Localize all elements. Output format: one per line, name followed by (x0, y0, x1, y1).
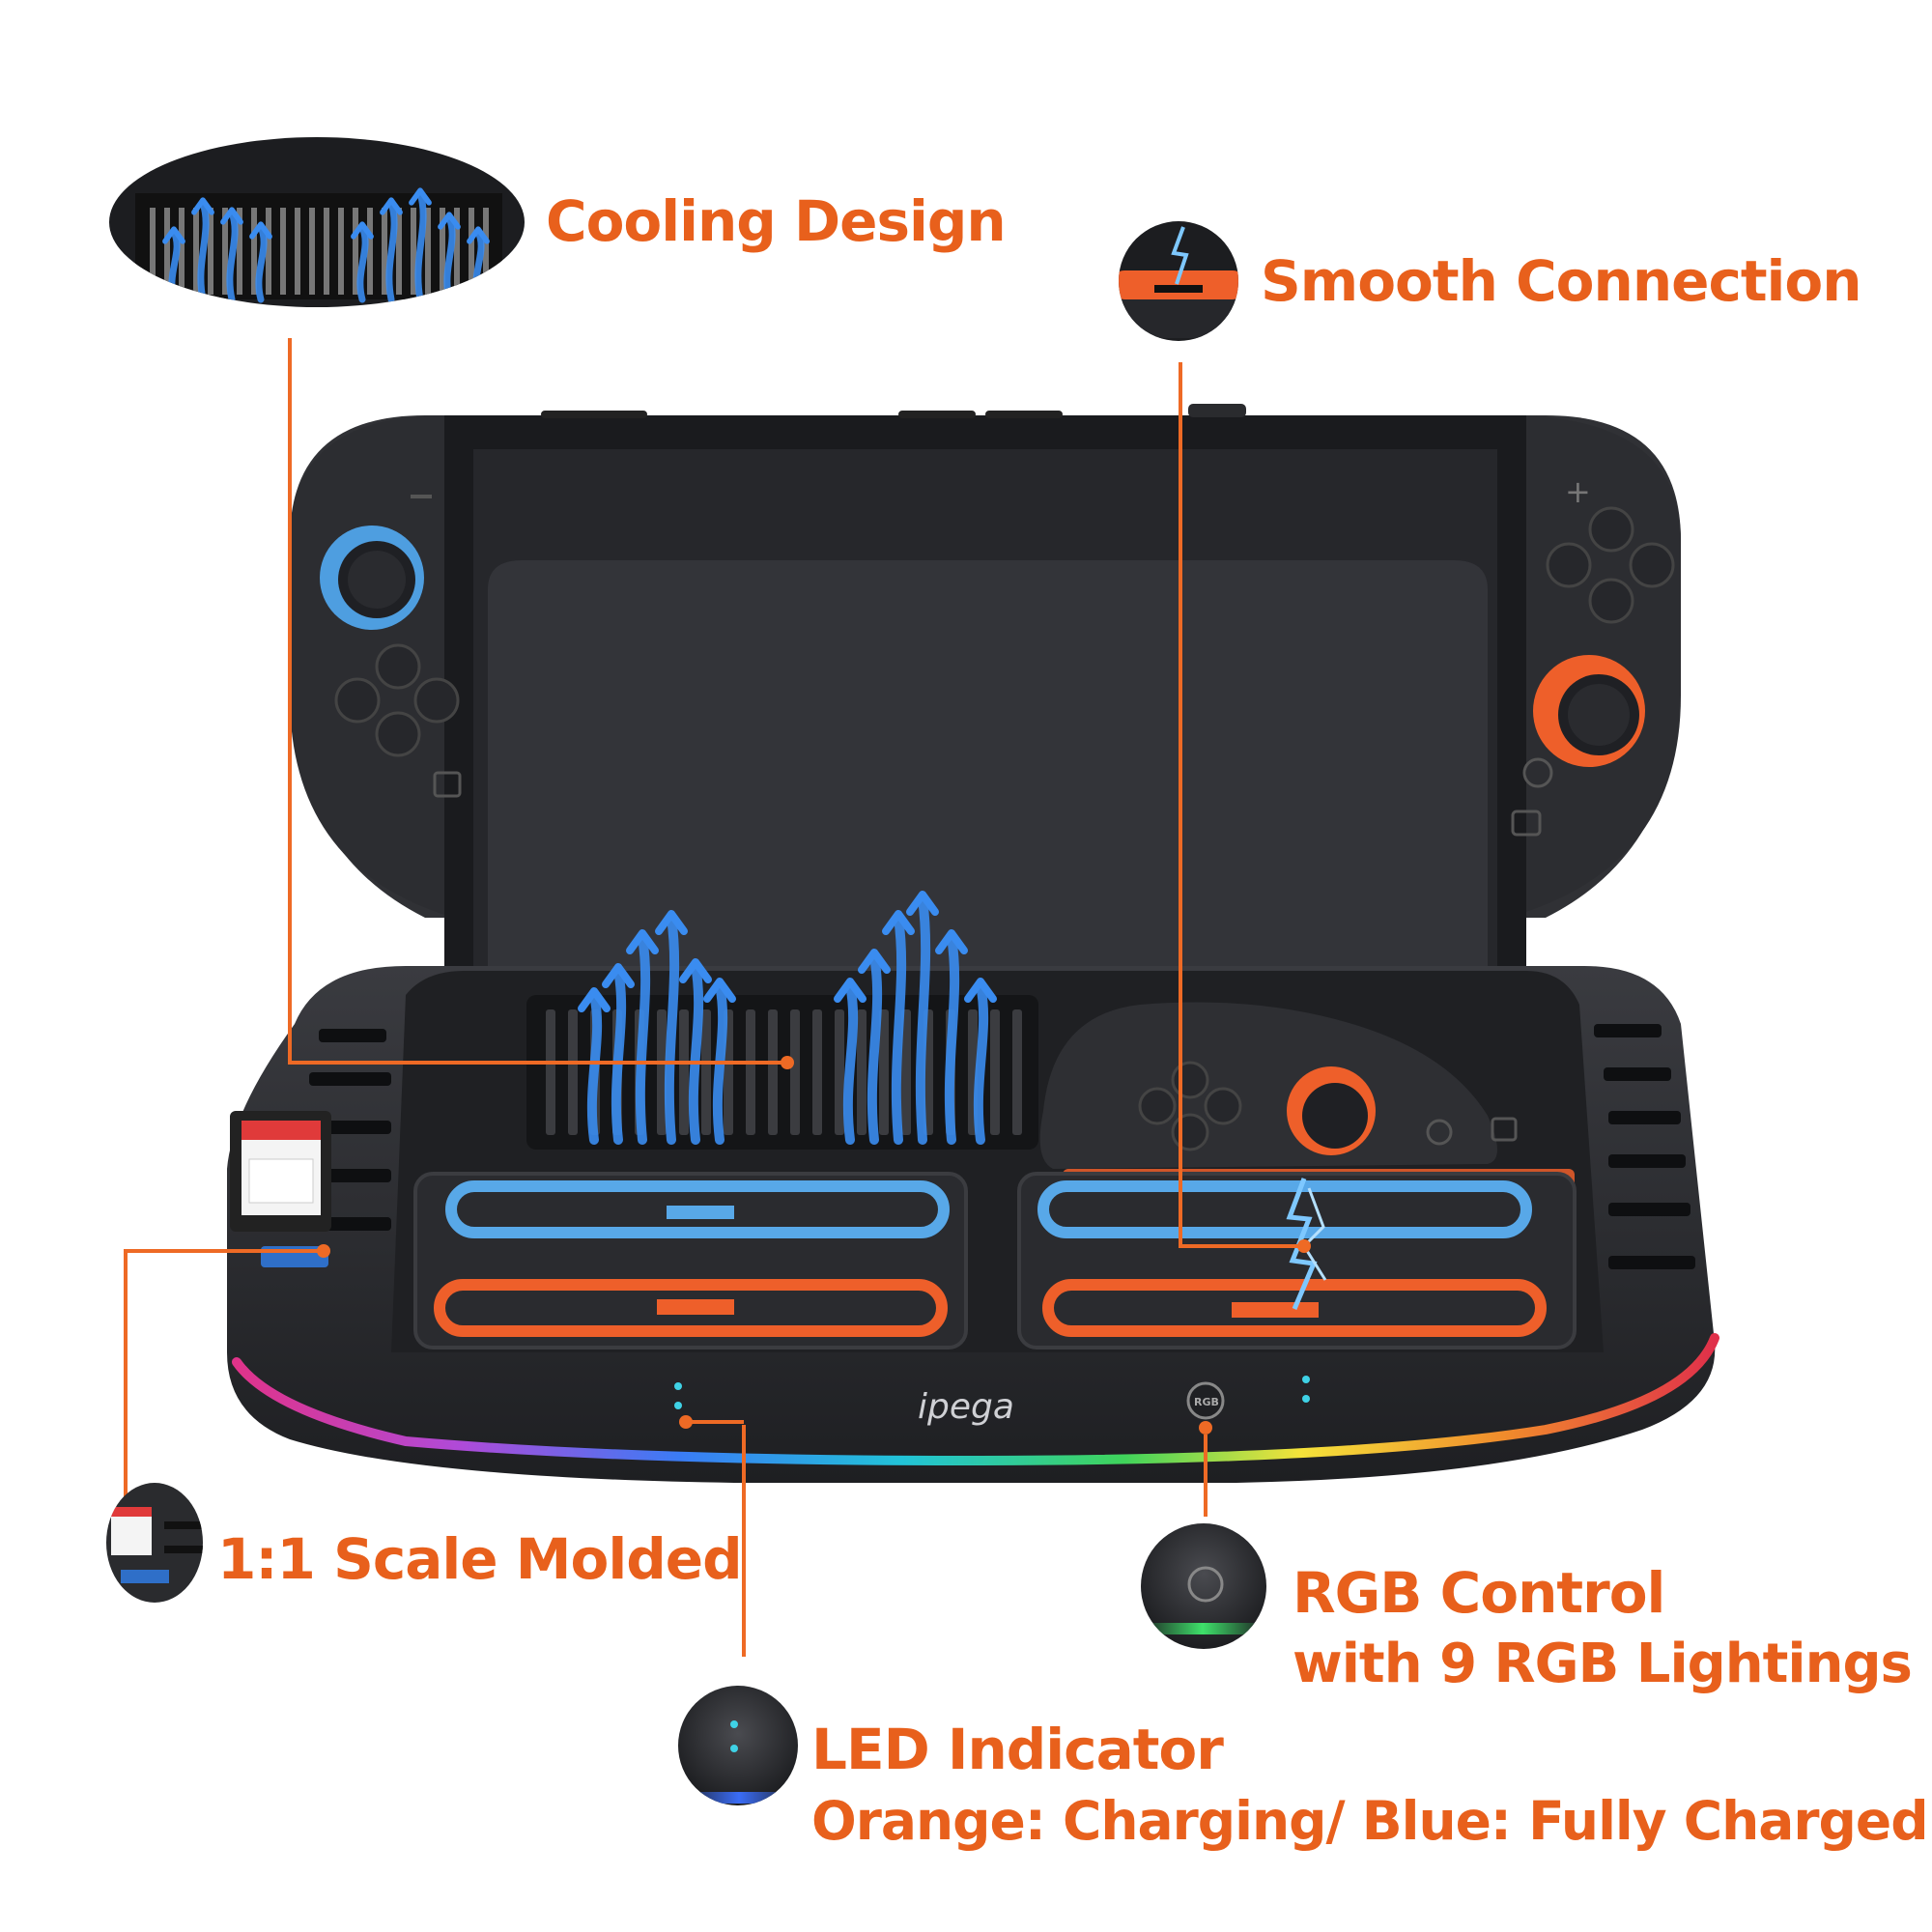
grille-bar (353, 208, 358, 295)
grille-bar (454, 208, 460, 295)
cooling-design-label: Cooling Design (546, 188, 1007, 254)
dock-backplate (488, 560, 1488, 1024)
cooling-detail-bubble (109, 137, 525, 307)
grille-bar (679, 1009, 689, 1135)
scale-detail-bubble (106, 1483, 203, 1603)
grille-bar (879, 1009, 889, 1135)
grille-bar (251, 208, 257, 295)
grille-bar (295, 208, 300, 295)
airflow-arrow-icon (351, 221, 374, 303)
grille-bar (469, 208, 474, 295)
grille-bar (222, 208, 228, 295)
grille-bar (237, 208, 242, 295)
grille-bar (857, 1009, 867, 1135)
grille-bar (425, 208, 431, 295)
docked-joycon (1039, 1002, 1497, 1169)
airflow-arrow-icon (834, 978, 867, 1145)
cooling-grille (526, 995, 1038, 1150)
airflow-arrow-icon (882, 910, 915, 1145)
rgb-detail-bubble (1141, 1523, 1266, 1649)
rgb-control-label: RGB Control (1293, 1560, 1665, 1626)
airflow-arrow-icon (655, 910, 688, 1145)
airflow-arrow-icon (679, 958, 712, 1145)
led-dot-icon (674, 1382, 682, 1390)
led-indicator-label: LED Indicator (811, 1717, 1224, 1782)
rgb-light-strip (232, 1333, 1719, 1466)
grille-bar (367, 208, 373, 295)
airflow-arrow-icon (380, 197, 403, 303)
svg-text:RGB: RGB (1194, 1396, 1219, 1408)
grille-bar (309, 208, 315, 295)
airflow-arrow-icon (935, 929, 968, 1145)
brand-logo: ipega (918, 1387, 1014, 1427)
grille-bar (396, 208, 402, 295)
grille-bar (568, 1009, 578, 1135)
grille-bar (701, 1009, 711, 1135)
grille-bar (746, 1009, 755, 1135)
grille-bar (835, 1009, 844, 1135)
grille-bar (790, 1009, 800, 1135)
grille-bar (324, 208, 329, 295)
airflow-arrow-icon (409, 187, 432, 303)
airflow-arrow-icon (626, 929, 659, 1145)
callout-lines (124, 338, 1304, 1657)
airflow-arrow-icon (602, 963, 635, 1145)
scale-molded-label: 1:1 Scale Molded (217, 1526, 743, 1592)
side-vents-right (1594, 1024, 1695, 1269)
grille-bar (150, 208, 156, 295)
grille-bar (768, 1009, 778, 1135)
grille-bar (193, 208, 199, 295)
airflow-arrow-icon (906, 891, 939, 1145)
grille-bar (440, 208, 445, 295)
airflow-arrow-icon (220, 207, 243, 303)
rgb-lightings-label: with 9 RGB Lightings (1293, 1633, 1913, 1695)
grille-bar (1012, 1009, 1022, 1135)
game-console: + (290, 404, 1681, 1024)
connection-detail-bubble (1119, 221, 1238, 341)
airflow-arrow-icon (964, 978, 997, 1145)
grille-bar (382, 208, 387, 295)
airflow-arrow-icon (191, 197, 214, 303)
led-detail-bubble (678, 1686, 798, 1805)
lightning-icon (1286, 1178, 1318, 1310)
grille-bar (990, 1009, 1000, 1135)
smooth-connection-label: Smooth Connection (1261, 248, 1862, 314)
grille-bar (546, 1009, 555, 1135)
airflow-arrow-icon (703, 978, 736, 1145)
grille-bar (411, 208, 416, 295)
grille-bar (179, 208, 185, 295)
charging-dock: ipega RGB (227, 891, 1719, 1483)
grille-bar (657, 1009, 667, 1135)
grille-bar (901, 1009, 911, 1135)
dpad (334, 643, 460, 757)
led-status-label: Orange: Charging/ Blue: Fully Charged (811, 1790, 1929, 1852)
grille-bar (164, 208, 170, 295)
rgb-button-icon[interactable]: RGB (1186, 1381, 1225, 1420)
grille-bar (280, 208, 286, 295)
controller-bay-left (413, 1172, 968, 1350)
svg-text:+: + (1565, 473, 1591, 510)
grille-bar (483, 208, 489, 295)
grille-bar (266, 208, 271, 295)
airflow-arrow-icon (858, 949, 891, 1145)
airflow-arrow-icon (578, 891, 997, 1145)
face-buttons (1546, 506, 1675, 624)
game-card-icon (230, 1111, 331, 1267)
grille-bar (338, 208, 344, 295)
grille-bar (812, 1009, 822, 1135)
grille-bar (208, 208, 213, 295)
airflow-arrow-icon (249, 221, 272, 303)
